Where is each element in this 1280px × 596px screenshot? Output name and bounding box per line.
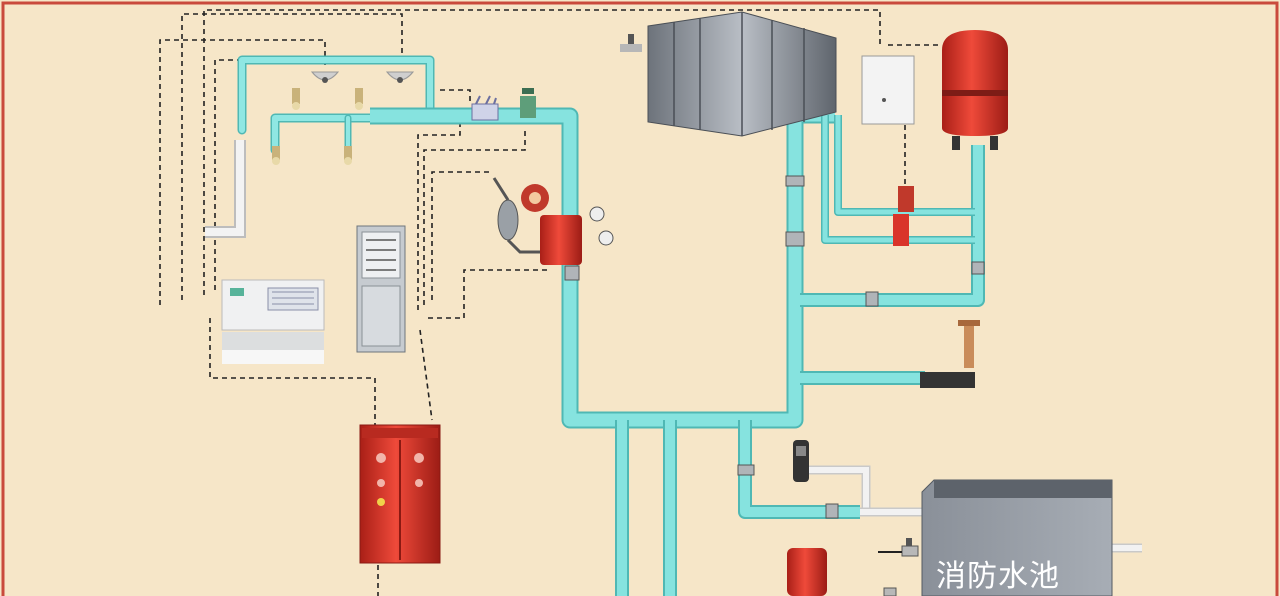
fire-water-pool: 消防水池 xyxy=(921,479,1113,596)
pipe-valves xyxy=(564,175,985,519)
jockey-pump xyxy=(793,440,809,482)
smoke-detector-icon xyxy=(310,71,340,83)
sprinkler-head-icon xyxy=(344,146,352,165)
pressure-tank xyxy=(942,30,1008,150)
rooftop-water-tank xyxy=(620,11,837,137)
sprinkler-branch-pipes xyxy=(237,55,435,156)
smoke-detector-icon xyxy=(385,71,415,83)
tank-inlet-valve-icon xyxy=(620,34,642,52)
sprinkler-head-icon xyxy=(292,88,300,110)
pool-suction-pipes xyxy=(808,465,1142,553)
fire-alarm-controller xyxy=(221,279,325,364)
sprinkler-head-icon xyxy=(272,146,280,165)
drain-pipe xyxy=(205,140,246,238)
booster-pumps xyxy=(893,186,914,246)
fire-department-connection xyxy=(920,320,980,388)
main-fire-pump xyxy=(787,548,827,596)
pool-inlet-valves xyxy=(878,538,919,596)
pump-control-cabinet xyxy=(359,424,441,564)
sprinkler-head-icon xyxy=(355,88,363,110)
alarm-valve-assembly xyxy=(492,177,614,265)
sprinkler-heads xyxy=(272,71,415,165)
control-cabinet xyxy=(356,225,406,353)
pool-label: 消防水池 xyxy=(936,559,1060,594)
gate-valve-icon xyxy=(520,88,536,118)
flow-switch-icon xyxy=(471,95,499,121)
pressure-switch-box xyxy=(861,55,915,125)
